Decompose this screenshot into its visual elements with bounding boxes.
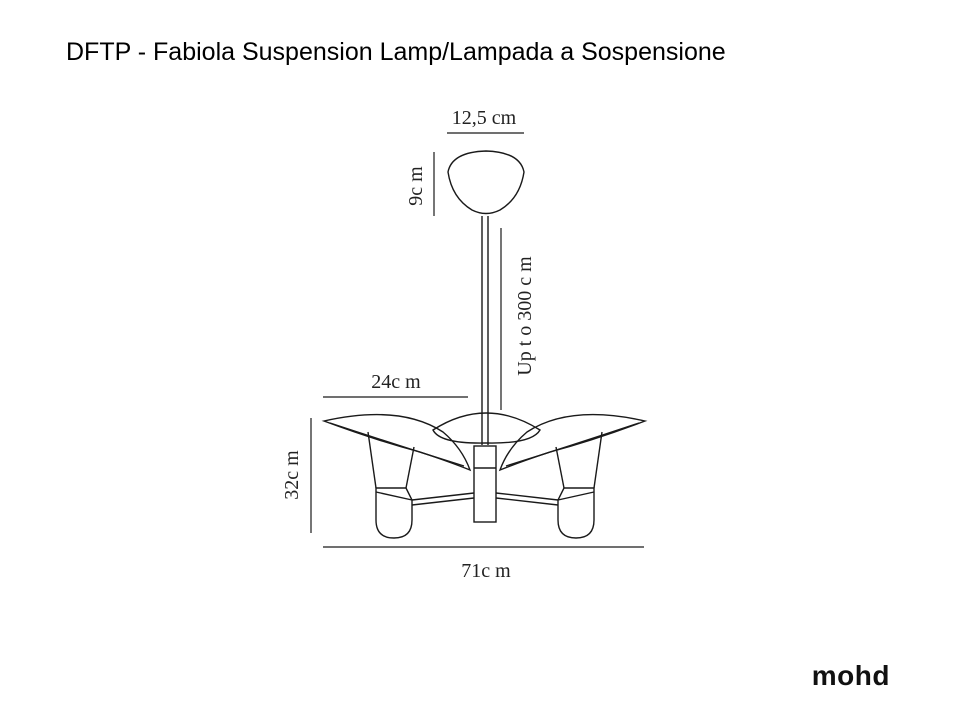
left-shade-inner [329,422,465,467]
left-holder-strap-outer [367,431,377,489]
brand-logo: mohd [811,660,890,691]
left-bulb [375,487,413,539]
total-width-label: 71c m [461,560,511,582]
shade-width-label: 24c m [371,371,421,393]
right-shade [498,413,648,472]
right-holder-strap-inner [555,446,565,489]
right-bulb [557,487,595,539]
center-shade [432,412,541,444]
right-arm [495,492,559,506]
left-bulb-cap [375,491,413,501]
canopy-height-label: 9c m [405,166,427,206]
right-shade-inner [505,422,640,467]
total-height-label: 32c m [281,450,303,500]
left-shade [321,413,472,472]
central-body [473,445,497,523]
page-title: DFTP - Fabiola Suspension Lamp/Lampada a… [66,38,726,66]
right-bulb-cap [557,491,595,501]
left-holder-strap-inner [405,446,415,489]
left-arm [411,492,475,506]
canopy-shape [447,150,525,215]
canopy-width-label: 12,5 cm [452,107,517,129]
cable-length-label: Up t o 300 c m [514,256,536,376]
right-holder-strap-outer [593,431,603,489]
